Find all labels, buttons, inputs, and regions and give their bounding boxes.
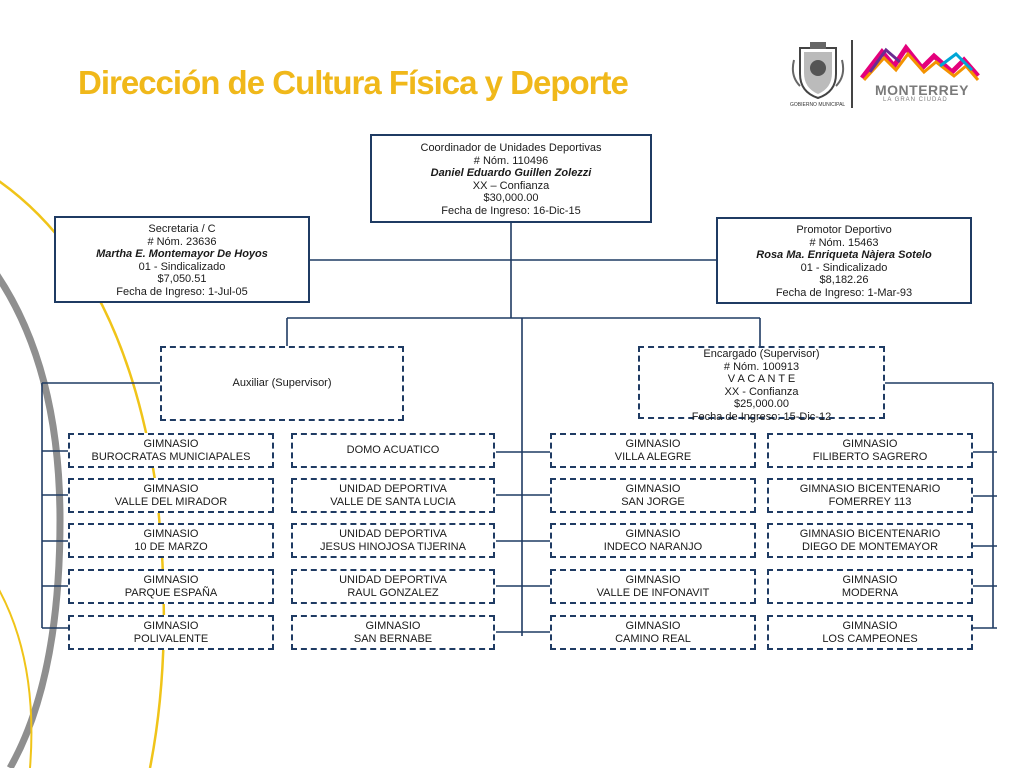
facility-label: SAN BERNABE	[353, 632, 433, 645]
facility-label: VALLE DE SANTA LUCIA	[330, 495, 456, 508]
facility-label: GIMNASIO	[625, 438, 681, 450]
coordinator-type: XX – Confianza	[472, 179, 550, 192]
yellow-arc-inner	[0, 589, 33, 768]
monterrey-mountains-icon	[860, 43, 980, 82]
facility-label: PARQUE ESPAÑA	[124, 586, 218, 599]
promoter-role: Promotor Deportivo	[796, 224, 892, 236]
secretary-date: Fecha de Ingreso: 1-Jul-05	[116, 285, 248, 298]
coordinator-number: # Nóm. 110496	[473, 154, 549, 167]
facility-label: GIMNASIO	[143, 528, 199, 540]
facility-label: SAN JORGE	[621, 495, 685, 508]
facility-label: BUROCRATAS MUNICIAPALES	[91, 450, 251, 463]
brand-name: MONTERREY	[875, 82, 969, 98]
facility-label: GIMNASIO	[143, 438, 199, 450]
manager-role: Encargado (Supervisor)	[703, 348, 820, 360]
municipal-seal-logo: GOBIERNO MUNICIPAL	[790, 40, 846, 108]
facility-label: UNIDAD DEPORTIVA	[339, 528, 447, 540]
seal-icon	[791, 42, 845, 100]
facility-label: GIMNASIO	[842, 620, 898, 632]
facility-label: GIMNASIO	[625, 483, 681, 495]
facility-label: VILLA ALEGRE	[614, 450, 692, 463]
secretary-name: Martha E. Montemayor De Hoyos	[96, 248, 268, 260]
facility-label: JESUS HINOJOSA TIJERINA	[320, 540, 466, 553]
facility-label: CAMINO REAL	[615, 632, 691, 645]
seal-label: GOBIERNO MUNICIPAL	[790, 102, 846, 108]
facility-label: UNIDAD DEPORTIVA	[339, 574, 447, 586]
facility-label: LOS CAMPEONES	[822, 632, 918, 645]
secretary-salary: $7,050.51	[157, 273, 207, 285]
page-title: Dirección de Cultura Física y Deporte	[78, 64, 629, 101]
facility-label: MODERNA	[841, 586, 899, 599]
secretary-type: 01 - Sindicalizado	[138, 260, 226, 273]
facility-label: POLIVALENTE	[133, 632, 209, 645]
facility-label: GIMNASIO	[625, 574, 681, 586]
facility-label: DIEGO DE MONTEMAYOR	[801, 540, 939, 553]
facility-label: GIMNASIO	[842, 438, 898, 450]
promoter-box: Promotor Deportivo # Nóm. 15463 Rosa Ma.…	[716, 217, 972, 304]
facility-label: VALLE DE INFONAVIT	[596, 586, 710, 599]
facility-label: GIMNASIO	[143, 620, 199, 632]
manager-name: V A C A N T E	[727, 373, 796, 385]
facility-label: UNIDAD DEPORTIVA	[339, 483, 447, 495]
coordinator-box: Coordinador de Unidades Deportivas # Nóm…	[370, 134, 652, 223]
facility-label: INDECO NARANJO	[603, 540, 703, 553]
promoter-salary: $8,182.26	[819, 274, 869, 286]
facility-label: FILIBERTO SAGRERO	[812, 450, 928, 463]
promoter-name: Rosa Ma. Enriqueta Nàjera Sotelo	[756, 249, 932, 261]
coordinator-date: Fecha de Ingreso: 16-Dic-15	[441, 204, 581, 217]
manager-date: Fecha de Ingreso: 15-Dic-12	[691, 410, 832, 423]
facility-label: GIMNASIO BICENTENARIO	[799, 483, 941, 495]
facility-box: DOMO ACUATICO	[291, 433, 495, 468]
auxiliary-box: Auxiliar (Supervisor)	[160, 346, 404, 421]
coordinator-salary: $30,000.00	[483, 192, 539, 204]
facility-label: GIMNASIO	[143, 574, 199, 586]
facility-label: DOMO ACUATICO	[346, 444, 440, 457]
facility-label: RAUL GONZALEZ	[347, 586, 439, 599]
facility-label: GIMNASIO	[143, 483, 199, 495]
promoter-type: 01 - Sindicalizado	[800, 261, 888, 274]
manager-salary: $25,000.00	[733, 398, 790, 410]
gray-arc	[0, 273, 64, 768]
facility-label: GIMNASIO	[365, 620, 421, 632]
facility-label: 10 DE MARZO	[134, 540, 208, 553]
coordinator-name: Daniel Eduardo Guillen Zolezzi	[430, 167, 592, 179]
secretary-box: Secretaria / C # Nóm. 23636 Martha E. Mo…	[54, 216, 310, 303]
logo-divider	[851, 40, 853, 108]
facility-label: GIMNASIO	[842, 574, 898, 586]
promoter-number: # Nóm. 15463	[809, 236, 879, 249]
facility-label: GIMNASIO BICENTENARIO	[799, 528, 941, 540]
facility-label: GIMNASIO	[625, 620, 681, 632]
auxiliary-role: Auxiliar (Supervisor)	[232, 377, 332, 390]
manager-number: # Nóm. 100913	[723, 360, 800, 373]
facility-label: FOMERREY 113	[828, 495, 912, 508]
facility-label: VALLE DEL MIRADOR	[114, 495, 228, 508]
facility-label: GIMNASIO	[625, 528, 681, 540]
secretary-number: # Nóm. 23636	[147, 235, 217, 248]
manager-type: XX - Confianza	[724, 385, 799, 398]
secretary-role: Secretaria / C	[148, 223, 216, 235]
manager-box: Encargado (Supervisor) # Nóm. 100913 V A…	[638, 346, 885, 423]
brand-tagline: LA GRAN CIUDAD	[883, 97, 948, 103]
coordinator-role: Coordinador de Unidades Deportivas	[420, 142, 602, 154]
promoter-date: Fecha de Ingreso: 1-Mar-93	[775, 286, 913, 299]
